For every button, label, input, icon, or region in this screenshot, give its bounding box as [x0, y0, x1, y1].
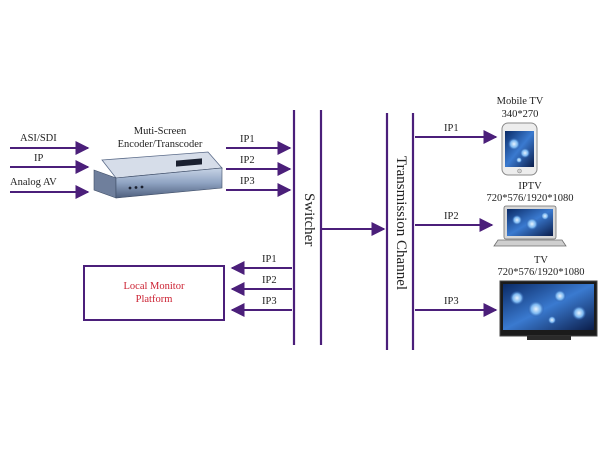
input-label-analog-av: Analog AV: [10, 177, 57, 188]
input-label-asi-sdi: ASI/SDI: [20, 133, 57, 144]
device-resolution-mobile-tv: 340*270: [501, 109, 539, 120]
device-arrow-label-ip3: IP3: [444, 296, 459, 307]
device-name-iptv: IPTV: [518, 181, 542, 192]
monitor-output-label-ip1: IP1: [262, 254, 277, 265]
device-arrows: [415, 130, 498, 317]
device-resolution-iptv: 720*576/1920*1080: [486, 193, 574, 204]
laptop-icon: [493, 205, 567, 247]
monitor-output-label-ip3: IP3: [262, 296, 277, 307]
local-monitor-box: [83, 265, 225, 321]
switcher-label: Switcher: [301, 193, 317, 247]
input-label-ip: IP: [34, 153, 44, 164]
monitor-title-line2: Platform: [135, 294, 173, 305]
encoder-output-label-ip2: IP2: [240, 155, 255, 166]
device-arrow-label-ip2: IP2: [444, 211, 459, 222]
encoder-device-icon: [93, 151, 223, 199]
device-resolution-tv: 720*576/1920*1080: [497, 267, 585, 278]
flat-tv-icon: [499, 280, 598, 340]
encoder-output-label-ip1: IP1: [240, 134, 255, 145]
monitor-output-label-ip2: IP2: [262, 275, 277, 286]
monitor-arrows: [230, 261, 292, 317]
device-name-mobile-tv: Mobile TV: [496, 96, 544, 107]
transmission-channel-label: Transmission Channel: [393, 156, 409, 291]
monitor-title-line1: Local Monitor: [123, 281, 185, 292]
encoder-output-arrows: [226, 141, 292, 197]
input-arrows: [10, 141, 90, 199]
transmission-bars: [385, 113, 415, 350]
encoder-title-line1: Muti-Screen: [133, 126, 187, 137]
device-name-tv: TV: [534, 255, 548, 266]
smartphone-icon: [501, 122, 538, 176]
encoder-title-line2: Encoder/Transcoder: [117, 139, 203, 150]
switcher-bars: [292, 110, 323, 345]
device-arrow-label-ip1: IP1: [444, 123, 459, 134]
encoder-output-label-ip3: IP3: [240, 176, 255, 187]
